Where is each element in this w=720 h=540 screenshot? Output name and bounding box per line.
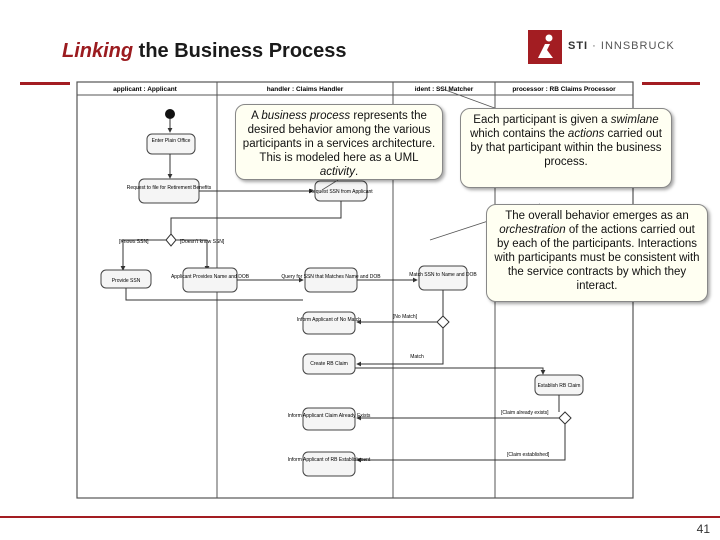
- title-rule-left: [20, 82, 70, 85]
- svg-text:Query for SSN that Matches Nam: Query for SSN that Matches Name and DOB: [281, 274, 381, 280]
- title-rule-right: [642, 82, 700, 85]
- guard-no-match: [No Match]: [393, 314, 418, 320]
- lane-label-ident: ident : SSI Matcher: [415, 86, 474, 93]
- title-rest: the Business Process: [133, 40, 347, 62]
- svg-text:Enter Plain Office: Enter Plain Office: [152, 138, 191, 144]
- svg-text:Provide SSN: Provide SSN: [112, 278, 141, 284]
- lane-label-applicant: applicant : Applicant: [113, 86, 178, 93]
- guard-claim-exists: [Claim already exists]: [501, 410, 549, 416]
- lane-label-processor: processor : RB Claims Processor: [512, 86, 616, 93]
- svg-text:Request to file for Retirement: Request to file for Retirement Benefits: [127, 185, 212, 191]
- action-node: Establish RB Claim: [534, 374, 584, 396]
- action-node: Query for SSN that Matches Name and DOB: [281, 267, 381, 293]
- svg-text:Match SSN to Name and DOB: Match SSN to Name and DOB: [409, 272, 477, 278]
- page-number: 41: [696, 522, 710, 536]
- lane-label-handler: handler : Claims Handler: [267, 86, 344, 93]
- guard-knows-ssn: [Knows SSN]: [119, 239, 149, 245]
- action-node: Request SSN from Applicant: [309, 180, 373, 202]
- svg-text:Inform Applicant of No Match: Inform Applicant of No Match: [297, 317, 361, 323]
- action-node: Create RB Claim: [302, 353, 356, 375]
- callout-orchestration: The overall behavior emerges as an orche…: [486, 204, 708, 302]
- initial-node: [165, 109, 175, 119]
- decision-node: [165, 233, 177, 247]
- logo-text: STI · INNSBRUCK: [568, 40, 675, 52]
- svg-text:Inform Applicant Claim Already: Inform Applicant Claim Already Exists: [288, 413, 371, 419]
- svg-text:Applicant Provides Name and DO: Applicant Provides Name and DOB: [171, 274, 250, 280]
- action-node: Inform Applicant Claim Already Exists: [288, 407, 371, 431]
- title-emphasis: Linking: [62, 40, 134, 62]
- action-node: Inform Applicant of No Match: [297, 311, 361, 335]
- footer-rule: [0, 516, 720, 518]
- sti-logo: STI · INNSBRUCK: [528, 30, 678, 66]
- svg-text:Inform Applicant of RB Establi: Inform Applicant of RB Establishment: [288, 457, 371, 463]
- svg-text:Establish RB Claim: Establish RB Claim: [538, 383, 581, 389]
- callout-swimlane: Each participant is given a swimlane whi…: [460, 108, 672, 188]
- action-node: Inform Applicant of RB Establishment: [288, 451, 371, 477]
- sti-logo-icon: [528, 30, 562, 64]
- svg-text:Request SSN from Applicant: Request SSN from Applicant: [309, 189, 373, 195]
- callout-business-process: A business process represents the desire…: [235, 104, 443, 180]
- svg-text:Create RB Claim: Create RB Claim: [310, 361, 348, 367]
- guard-match: Match: [410, 354, 424, 360]
- slide-title: Linking the Business Process: [62, 40, 347, 63]
- action-node: Provide SSN: [100, 269, 152, 289]
- action-node: Enter Plain Office: [146, 133, 196, 155]
- guard-doesnt-know-ssn: [Doesn't know SSN]: [180, 239, 225, 245]
- action-node: Match SSN to Name and DOB: [409, 265, 477, 291]
- action-node: Request to file for Retirement Benefits: [127, 178, 212, 204]
- guard-claim-established: [Claim established]: [507, 452, 550, 458]
